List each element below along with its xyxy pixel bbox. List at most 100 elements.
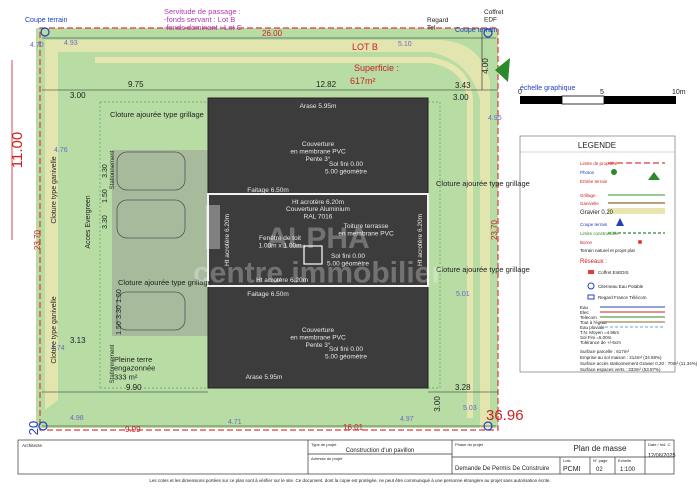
acrotere-bottom: Ht acrotère 6.20m (256, 277, 308, 284)
parking-dim-f: 1.50 (116, 321, 123, 335)
dimension-lines (42, 30, 498, 427)
dim-right-edge: 4.00 (481, 58, 490, 74)
stationnement-label-1: Stationnement (110, 150, 116, 189)
lot-info: LOT B Superficie : 617m² (350, 42, 399, 86)
dimension-labels: 26.00 9.75 12.82 3.43 3.00 3.00 9.90 3.2… (70, 29, 524, 434)
legend-items: Limite de propriété Photos Entrée terrai… (580, 161, 636, 253)
reseau-item: Citerneau Eau Potable (598, 284, 644, 289)
faitage-bottom: Faitage 6.50m (247, 291, 289, 298)
coupe-right-label: Coupe terrain (455, 27, 498, 34)
dim-top-setback-left: 3.00 (70, 91, 86, 100)
cartouche-echelle: 1:100 (620, 467, 636, 473)
legend-stat: Surface accès stationnement Gravier 0.20… (580, 361, 698, 366)
surface-value: 617m² (350, 76, 376, 86)
coupe-left-label: Coupe terrain (25, 17, 68, 24)
legend-stat: Emprise au sol maison : 214m² (34.59%) (580, 355, 662, 360)
legend-stat: T.N. Moyen =4.96m (580, 330, 619, 335)
topo-points: 4.70 4.93 5.10 4.98 4.71 4.97 5.03 5.01 … (30, 40, 502, 426)
site-annotations: Cloture ajourée type grillage Cloture aj… (110, 110, 530, 381)
svg-text:5.01: 5.01 (456, 291, 470, 298)
cloture-left-b: Cloture type ganivelle (51, 296, 58, 363)
svg-text:4.97: 4.97 (400, 416, 414, 423)
lot-name: LOT B (352, 42, 378, 52)
network-line-swatches (600, 306, 665, 328)
svg-text:5.10: 5.10 (398, 41, 412, 48)
legend-item: Grillage (580, 193, 596, 198)
legend-stat: Tolérance de +/-5cm (580, 340, 621, 345)
cartouche-date-label: Date / Ind. C (648, 442, 671, 447)
dim-building-width: 12.82 (316, 80, 337, 89)
legend-title: LEGENDE (578, 141, 616, 150)
legend-item: Terrain naturel et projet plat (580, 248, 636, 253)
cloture-right-bot: Cloture ajourée type grillage (436, 265, 530, 274)
acces-label: Acces Evergreen (85, 195, 92, 248)
network-line: Eau (580, 305, 589, 310)
legend-item: Ganivelle (580, 201, 599, 206)
parking-dim-d: 1.50 (116, 289, 123, 303)
cloture-left: Cloture type ganivelle (51, 156, 58, 223)
dim-bottom-small: 9.99 (125, 425, 141, 434)
passage-title: Servitude de passage : (164, 7, 241, 16)
network-line: Telecom (580, 315, 597, 320)
scale-label: échelle graphique (520, 85, 575, 92)
cartouche-phase: Demande De Permis De Construire (455, 466, 550, 472)
svg-text:4.70: 4.70 (30, 42, 44, 49)
legend-swatches (587, 162, 665, 300)
cartouche-disclaimer: Les cotes et les dimensions portées sur … (149, 478, 550, 483)
cartouche-type: Construction d'un pavillon (346, 448, 415, 454)
acrotere-right: Ht acrotère 6.20m (417, 214, 424, 266)
parking-spaces (116, 151, 186, 331)
dim-left-gap: 9.75 (128, 80, 144, 89)
cloture-mid: Cloture ajourée type grillage (118, 278, 212, 287)
svg-text:4.76: 4.76 (54, 147, 68, 154)
cartouche-page: 02 (596, 467, 603, 473)
reseau-item: Regard France Télécom (598, 295, 647, 300)
roof-window (303, 245, 323, 265)
scale-tick-5: 5 (600, 89, 604, 96)
dim-right-gap: 3.43 (455, 81, 471, 90)
legend-item: Limite constructible (580, 231, 619, 236)
legend-item: Coupe terrain (580, 222, 608, 227)
dim-height-left: 11.00 (9, 132, 26, 168)
cartouche-page-label: N° page (593, 458, 608, 463)
legend-item: Entrée terrain (580, 179, 608, 184)
legend-stat: Surface espaces verts : 333m² (53.97%) (580, 367, 661, 372)
faitage-top: Faitage 6.50m (247, 187, 289, 194)
cloture-right-top: Cloture ajourée type grillage (436, 179, 530, 188)
cartouche-adresse-label: Adresse du projet (311, 456, 343, 461)
acrotere-left: Ht acrotère 6.20m (224, 214, 231, 266)
scale-tick-0: 0 (518, 89, 522, 96)
svg-text:4.71: 4.71 (228, 419, 242, 426)
cartouche-phase-label: Phase du projet (455, 442, 484, 447)
cartouche-title: Plan de masse (574, 444, 627, 453)
building-central-section (207, 193, 429, 287)
coupe-markers (38, 27, 493, 431)
dim-bottom-right-gap: 3.28 (455, 383, 471, 392)
legend-item: Borne (580, 240, 593, 245)
watermark (206, 205, 220, 249)
dim-bottom-total: 16.01 (343, 423, 364, 432)
network-lines: Eau Elec Telecom Tout à l'égout Eau pluv… (580, 305, 607, 330)
cartouche-type-label: Type de projet (311, 442, 337, 447)
dim-left-side: 23.70 (33, 229, 42, 250)
reseaux-items: Coffret EnEDIS Citerneau Eau Potable Reg… (598, 270, 647, 300)
svg-text:4.98: 4.98 (70, 415, 84, 422)
entrance-arrow-icon (495, 58, 510, 82)
dim-top-width: 26.00 (262, 29, 283, 38)
parking-dim-b: 1.50 (102, 189, 109, 203)
network-line: Tout à l'égout (580, 320, 607, 325)
scale-tick-10: 10m (672, 89, 686, 96)
acrotere-top: Ht acrotère 6.20m (292, 199, 344, 206)
dim-left-corner: 20 (26, 421, 41, 435)
legend-item: Gravier 0.20 (580, 210, 614, 216)
